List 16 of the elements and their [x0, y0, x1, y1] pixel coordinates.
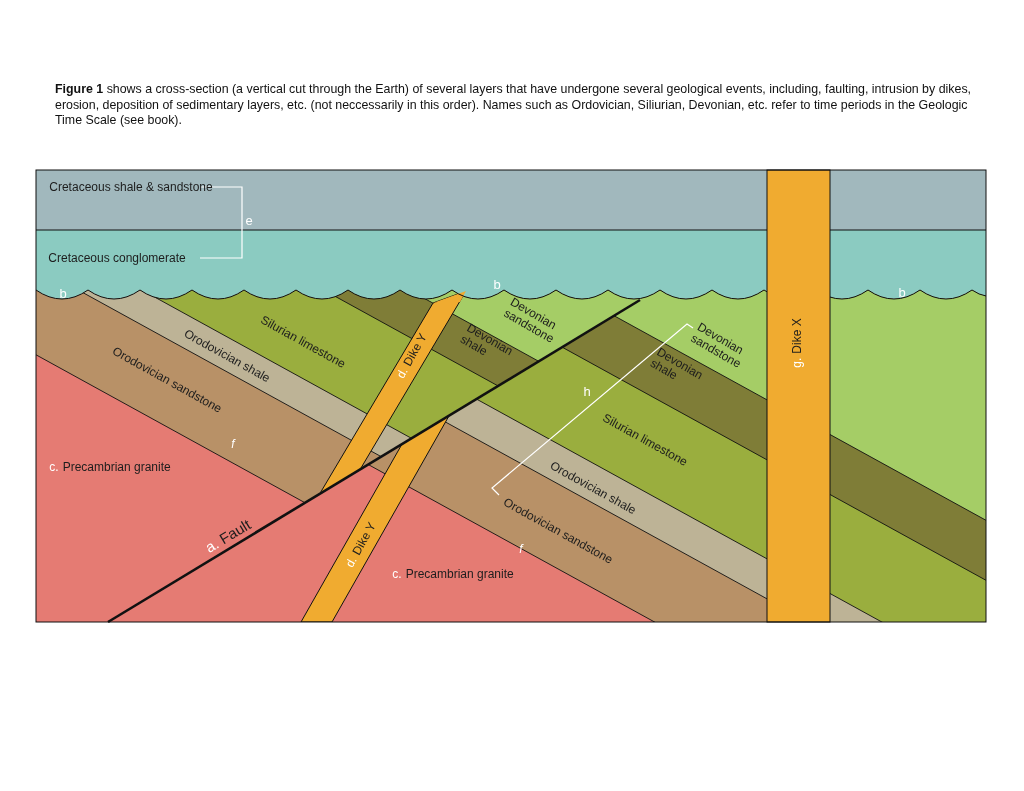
callout-letter: e — [245, 214, 253, 228]
callout-letter: b — [59, 287, 67, 301]
layer-label: Dike X — [790, 318, 804, 354]
callout-letter: f — [519, 542, 523, 556]
layer-label: Cretaceous shale & sandstone — [49, 180, 213, 194]
callout-letter: h — [583, 385, 591, 399]
callout-letter: b — [898, 286, 906, 300]
callout-letter: c. — [392, 567, 402, 581]
layer-label: Precambrian granite — [62, 460, 171, 474]
callout-letter: f — [231, 437, 235, 451]
callout-letter: c. — [49, 460, 59, 474]
layer-label: Cretaceous conglomerate — [48, 251, 186, 265]
caption: Figure 1 shows a cross-section (a vertical cut through the Earth) of several layers that have undergone several geological events, including, faulting, intrusion by dikes, erosion, deposition of sedimentary layers, etc. (not neccessarily in this order). Names such as Ordovician, Siliurian, Devonian, etc. refer to time periods in the Geologic Time Scale (see book). — [55, 82, 972, 129]
layer-label: Precambrian granite — [405, 567, 514, 581]
callout-letter: g. — [790, 357, 804, 368]
callout-letter: b — [493, 278, 501, 292]
